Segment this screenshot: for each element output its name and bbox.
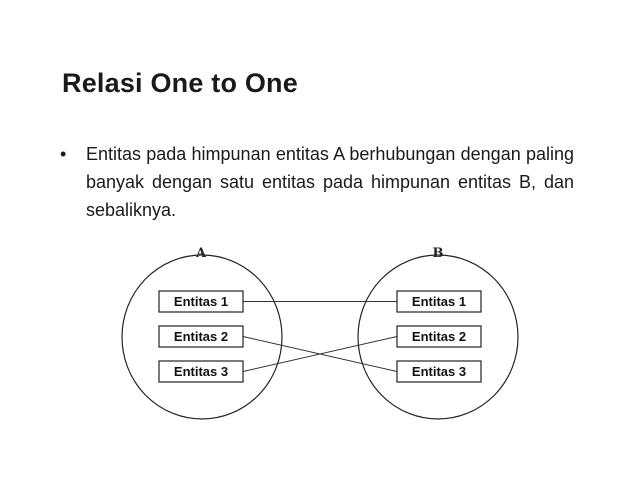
set-a-entity-3: Entitas 3 — [158, 360, 244, 383]
set-b-entity-2: Entitas 2 — [396, 325, 482, 348]
entity-label: Entitas 3 — [174, 364, 228, 379]
bullet-item: • Entitas pada himpunan entitas A berhub… — [60, 140, 580, 224]
bullet-text: Entitas pada himpunan entitas A berhubun… — [86, 144, 574, 220]
set-b-entity-3: Entitas 3 — [396, 360, 482, 383]
entity-box — [396, 360, 482, 383]
set-b-circle — [357, 254, 519, 420]
entity-box — [396, 290, 482, 313]
entity-box — [158, 290, 244, 313]
entity-box — [158, 325, 244, 348]
relation-line-3 — [242, 336, 398, 372]
relation-lines — [242, 301, 398, 372]
set-a-entity-2: Entitas 2 — [158, 325, 244, 348]
entity-label: Entitas 1 — [412, 294, 466, 309]
set-a-label: A — [195, 246, 207, 261]
entity-box — [396, 325, 482, 348]
slide-title: Relasi One to One — [62, 68, 298, 98]
entity-label: Entitas 2 — [412, 329, 466, 344]
set-a-circle — [121, 254, 283, 420]
entity-box — [158, 360, 244, 383]
set-b-label: B — [433, 246, 444, 261]
entity-label: Entitas 1 — [174, 294, 228, 309]
set-a-entity-1: Entitas 1 — [158, 290, 244, 313]
bullet-dot: • — [60, 144, 67, 164]
entity-label: Entitas 3 — [412, 364, 466, 379]
set-b-entity-1: Entitas 1 — [396, 290, 482, 313]
entity-label: Entitas 2 — [174, 329, 228, 344]
